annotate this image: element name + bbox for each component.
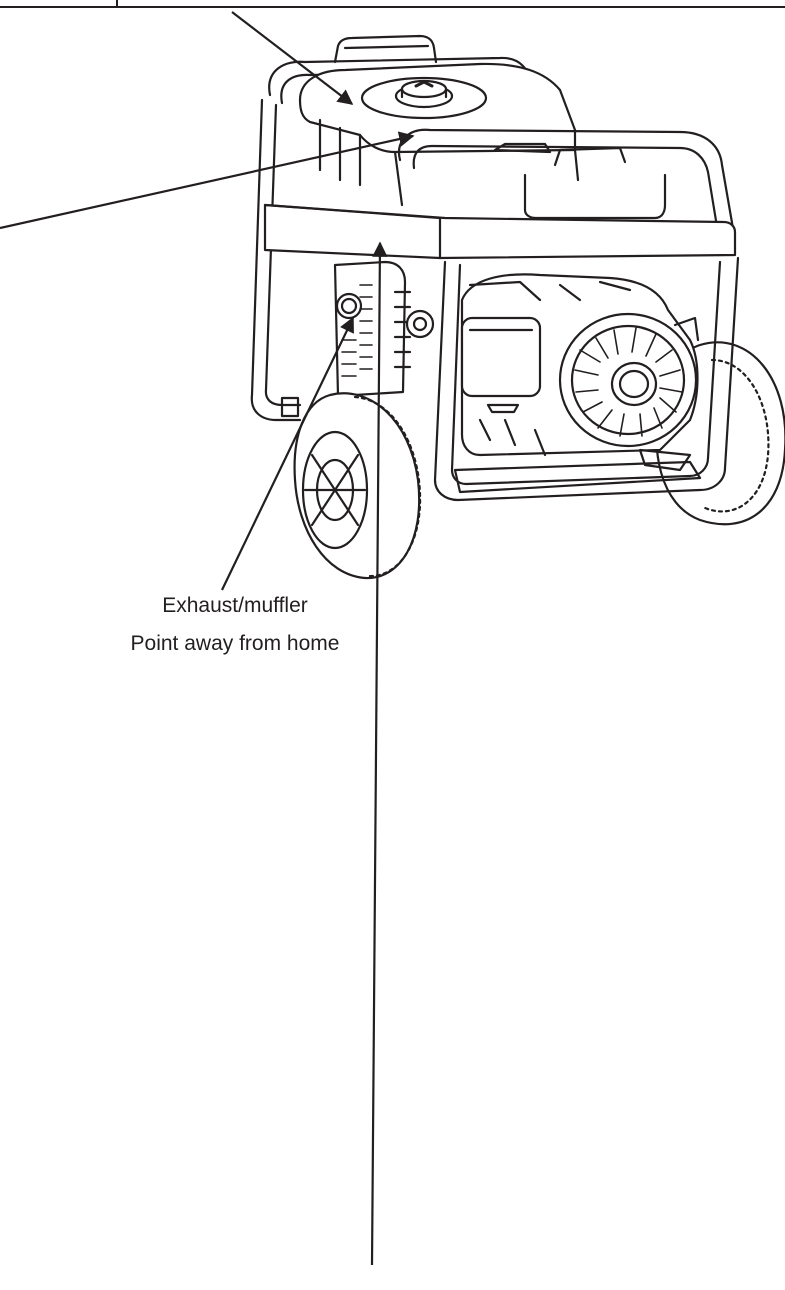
rear-left-leg — [250, 98, 302, 422]
portable-generator-icon — [250, 34, 785, 580]
fuel-cap-arrow — [231, 11, 354, 105]
recoil-starter — [558, 312, 700, 448]
top-handle — [333, 34, 438, 64]
front-legs — [433, 256, 740, 502]
muffler-panel — [333, 260, 412, 398]
front-left-wheel — [293, 392, 422, 580]
header-rule — [0, 0, 785, 8]
frame-arrow — [370, 241, 388, 1266]
fuel-cap — [360, 76, 488, 120]
fuel-tank-arrow — [0, 131, 415, 230]
front-handle — [553, 146, 627, 167]
callout-arrows — [0, 11, 415, 1266]
exhaust-muffler-label: Exhaust/muffler — [162, 594, 308, 617]
exhaust-arrow — [221, 316, 354, 591]
point-away-note: Point away from home — [130, 632, 340, 655]
